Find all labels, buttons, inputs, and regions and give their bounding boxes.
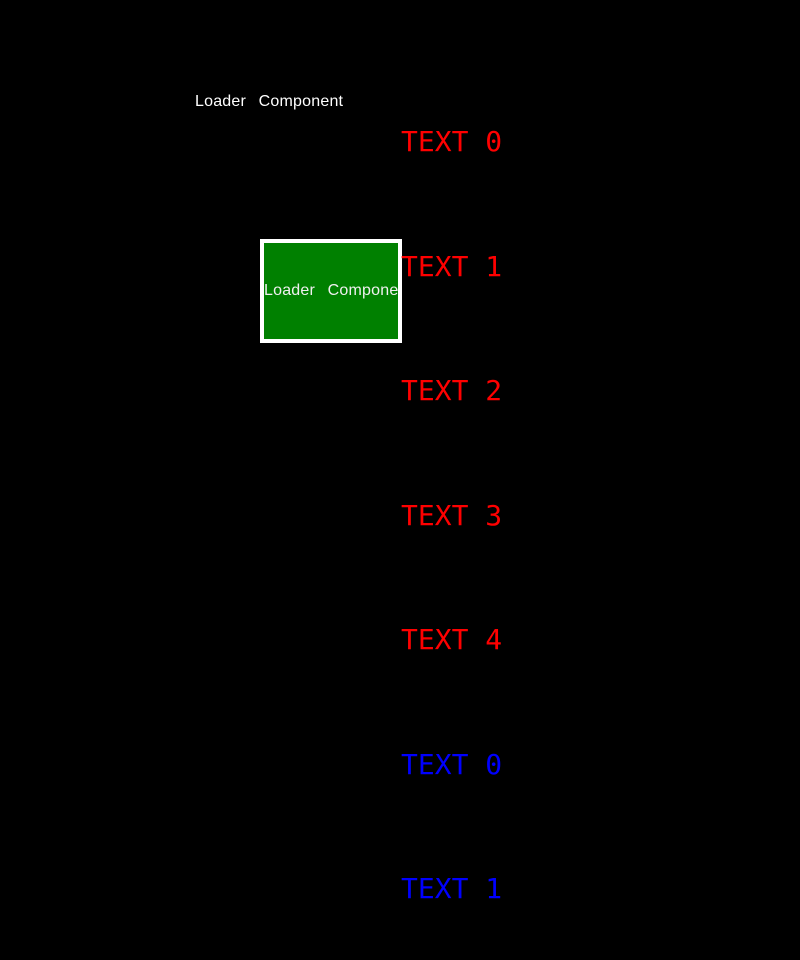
list-item[interactable]: TEXT 2 bbox=[401, 374, 503, 407]
list-item[interactable]: TEXT 0 bbox=[401, 747, 503, 781]
list-item[interactable]: TEXT 3 bbox=[401, 498, 503, 532]
loader-component-label: Loader Component bbox=[195, 93, 344, 110]
loader-component-box-label: Loader Component bbox=[264, 282, 402, 299]
text-list: TEXT 0 TEXT 1 TEXT 2 TEXT 3 TEXT 4 TEXT … bbox=[401, 38, 502, 960]
list-item[interactable]: TEXT 4 bbox=[401, 623, 503, 656]
list-item[interactable]: TEXT 1 bbox=[401, 249, 503, 283]
list-item[interactable]: TEXT 1 bbox=[401, 872, 503, 905]
loader-component-box[interactable]: Loader Component bbox=[260, 239, 402, 343]
list-item[interactable]: TEXT 0 bbox=[401, 125, 503, 158]
